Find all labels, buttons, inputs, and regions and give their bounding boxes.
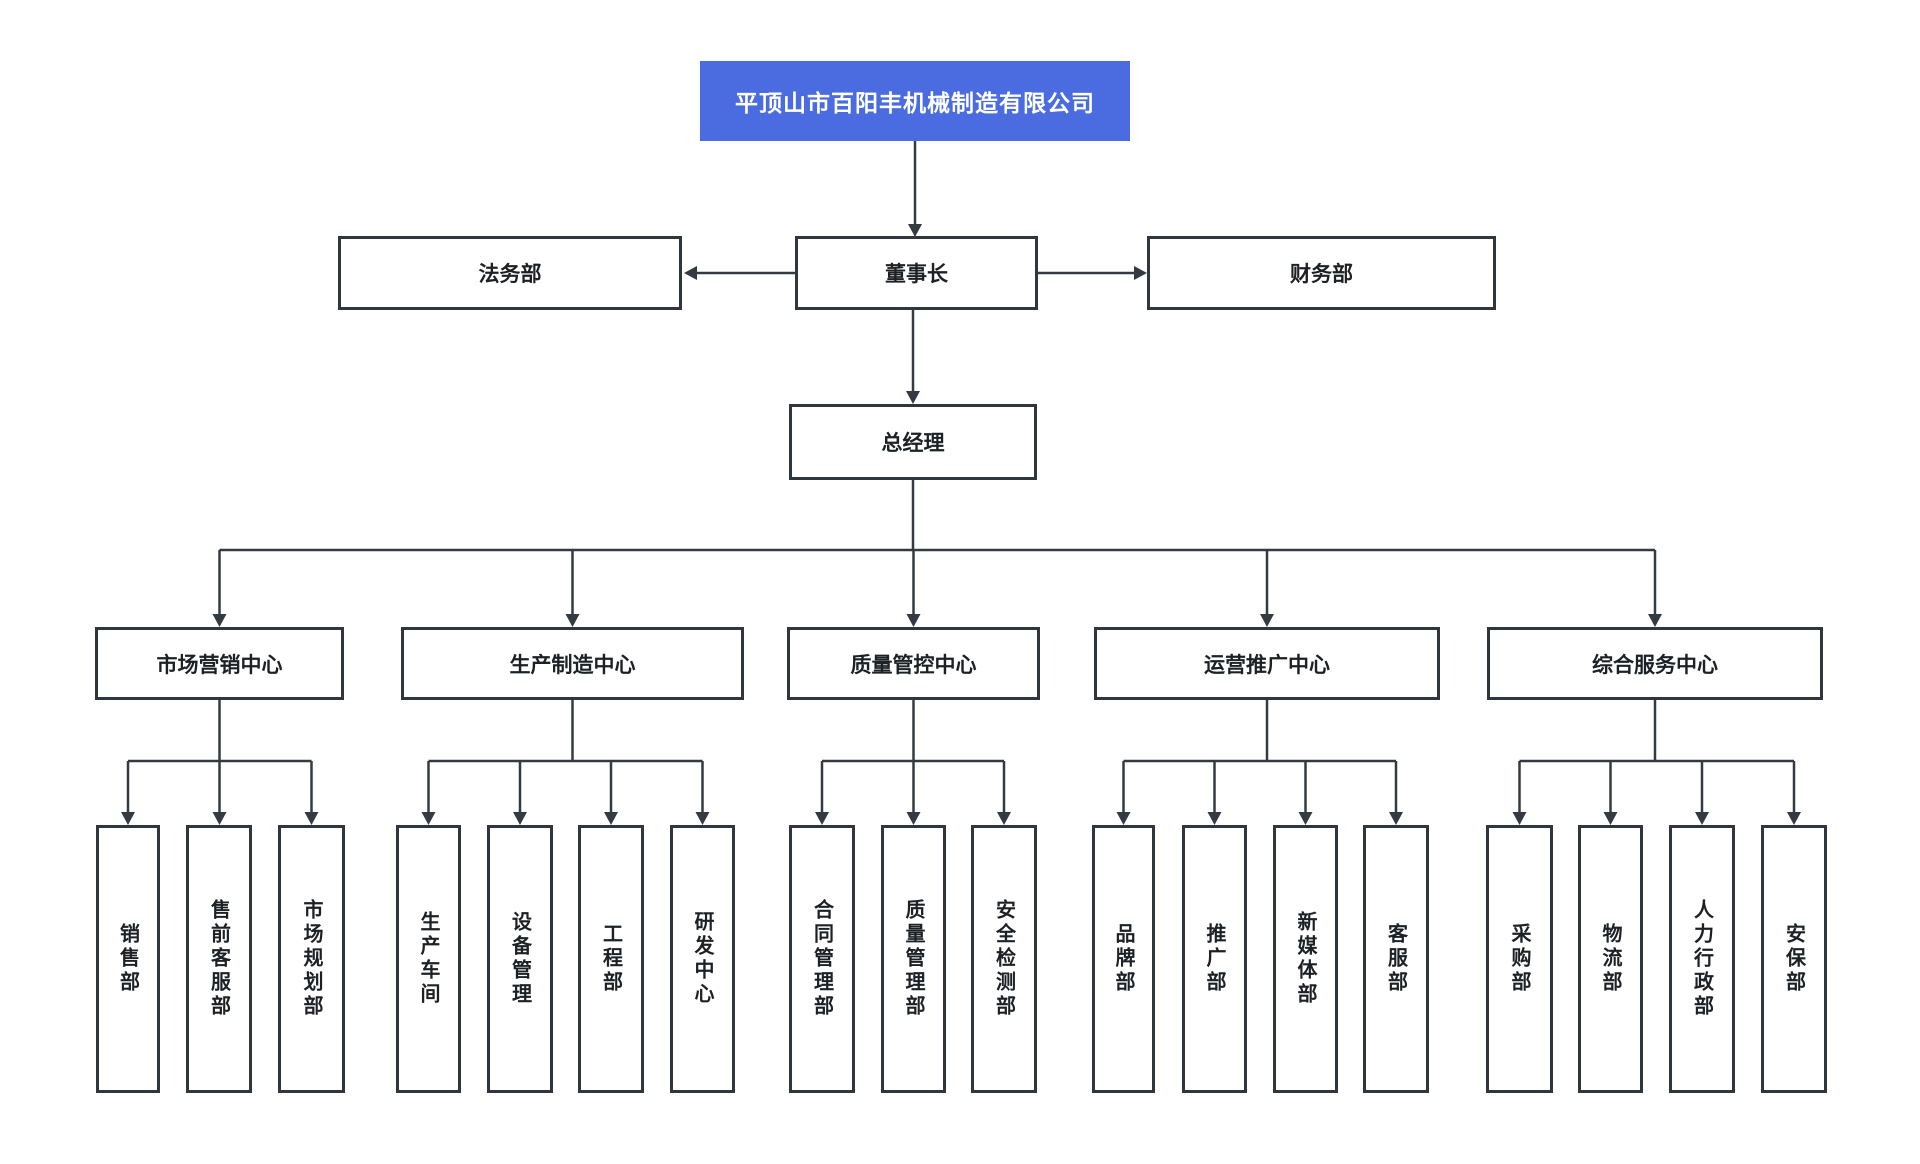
production-center-box[interactable]: 生产制造中心 xyxy=(401,627,744,700)
arrowhead-icons xyxy=(121,224,1801,825)
market-planning-dept-box[interactable]: 市场规划部 xyxy=(278,825,345,1093)
engineering-dept-box[interactable]: 工程部 xyxy=(578,825,644,1093)
hr-admin-dept-label: 人力行政部 xyxy=(1690,899,1713,1019)
safety-inspection-dept-label: 安全检测部 xyxy=(992,899,1015,1019)
new-media-dept-label: 新媒体部 xyxy=(1294,911,1316,1007)
contract-mgmt-dept-box[interactable]: 合同管理部 xyxy=(789,825,855,1093)
customer-service-dept-label: 客服部 xyxy=(1384,923,1407,995)
operations-center-box[interactable]: 运营推广中心 xyxy=(1094,627,1440,700)
services-center-box[interactable]: 综合服务中心 xyxy=(1487,627,1823,700)
new-media-dept-box[interactable]: 新媒体部 xyxy=(1273,825,1338,1093)
security-dept-label: 安保部 xyxy=(1782,923,1805,995)
engineering-dept-label: 工程部 xyxy=(599,923,622,995)
quality-mgmt-dept-label: 质量管理部 xyxy=(902,899,924,1019)
chairman-box[interactable]: 董事长 xyxy=(795,236,1038,310)
general-manager-box[interactable]: 总经理 xyxy=(789,404,1037,480)
quality-mgmt-dept-box[interactable]: 质量管理部 xyxy=(881,825,946,1093)
contract-mgmt-dept-label: 合同管理部 xyxy=(810,899,833,1019)
marketing-center-box[interactable]: 市场营销中心 xyxy=(95,627,344,700)
procurement-dept-label: 采购部 xyxy=(1508,923,1530,995)
promotion-dept-box[interactable]: 推广部 xyxy=(1182,825,1247,1093)
presales-service-dept-label: 售前客服部 xyxy=(207,899,230,1019)
brand-dept-label: 品牌部 xyxy=(1112,923,1134,995)
production-workshop-label: 生产车间 xyxy=(417,911,439,1007)
rnd-center-label: 研发中心 xyxy=(691,911,713,1007)
procurement-dept-box[interactable]: 采购部 xyxy=(1486,825,1553,1093)
quality-center-box[interactable]: 质量管控中心 xyxy=(787,627,1040,700)
market-planning-dept-label: 市场规划部 xyxy=(300,899,322,1019)
production-workshop-box[interactable]: 生产车间 xyxy=(396,825,461,1093)
sales-dept-label: 销售部 xyxy=(116,923,139,995)
customer-service-dept-box[interactable]: 客服部 xyxy=(1363,825,1429,1093)
equipment-mgmt-box[interactable]: 设备管理 xyxy=(487,825,553,1093)
hr-admin-dept-box[interactable]: 人力行政部 xyxy=(1669,825,1735,1093)
sales-dept-box[interactable]: 销售部 xyxy=(96,825,160,1093)
equipment-mgmt-label: 设备管理 xyxy=(508,911,531,1007)
finance-dept-box[interactable]: 财务部 xyxy=(1147,236,1496,310)
security-dept-box[interactable]: 安保部 xyxy=(1761,825,1827,1093)
brand-dept-box[interactable]: 品牌部 xyxy=(1092,825,1155,1093)
company-box[interactable]: 平顶山市百阳丰机械制造有限公司 xyxy=(700,61,1130,141)
promotion-dept-label: 推广部 xyxy=(1203,923,1225,995)
legal-dept-box[interactable]: 法务部 xyxy=(338,236,682,310)
rnd-center-box[interactable]: 研发中心 xyxy=(670,825,735,1093)
safety-inspection-dept-box[interactable]: 安全检测部 xyxy=(971,825,1037,1093)
logistics-dept-box[interactable]: 物流部 xyxy=(1578,825,1643,1093)
presales-service-dept-box[interactable]: 售前客服部 xyxy=(186,825,252,1093)
logistics-dept-label: 物流部 xyxy=(1599,923,1621,995)
